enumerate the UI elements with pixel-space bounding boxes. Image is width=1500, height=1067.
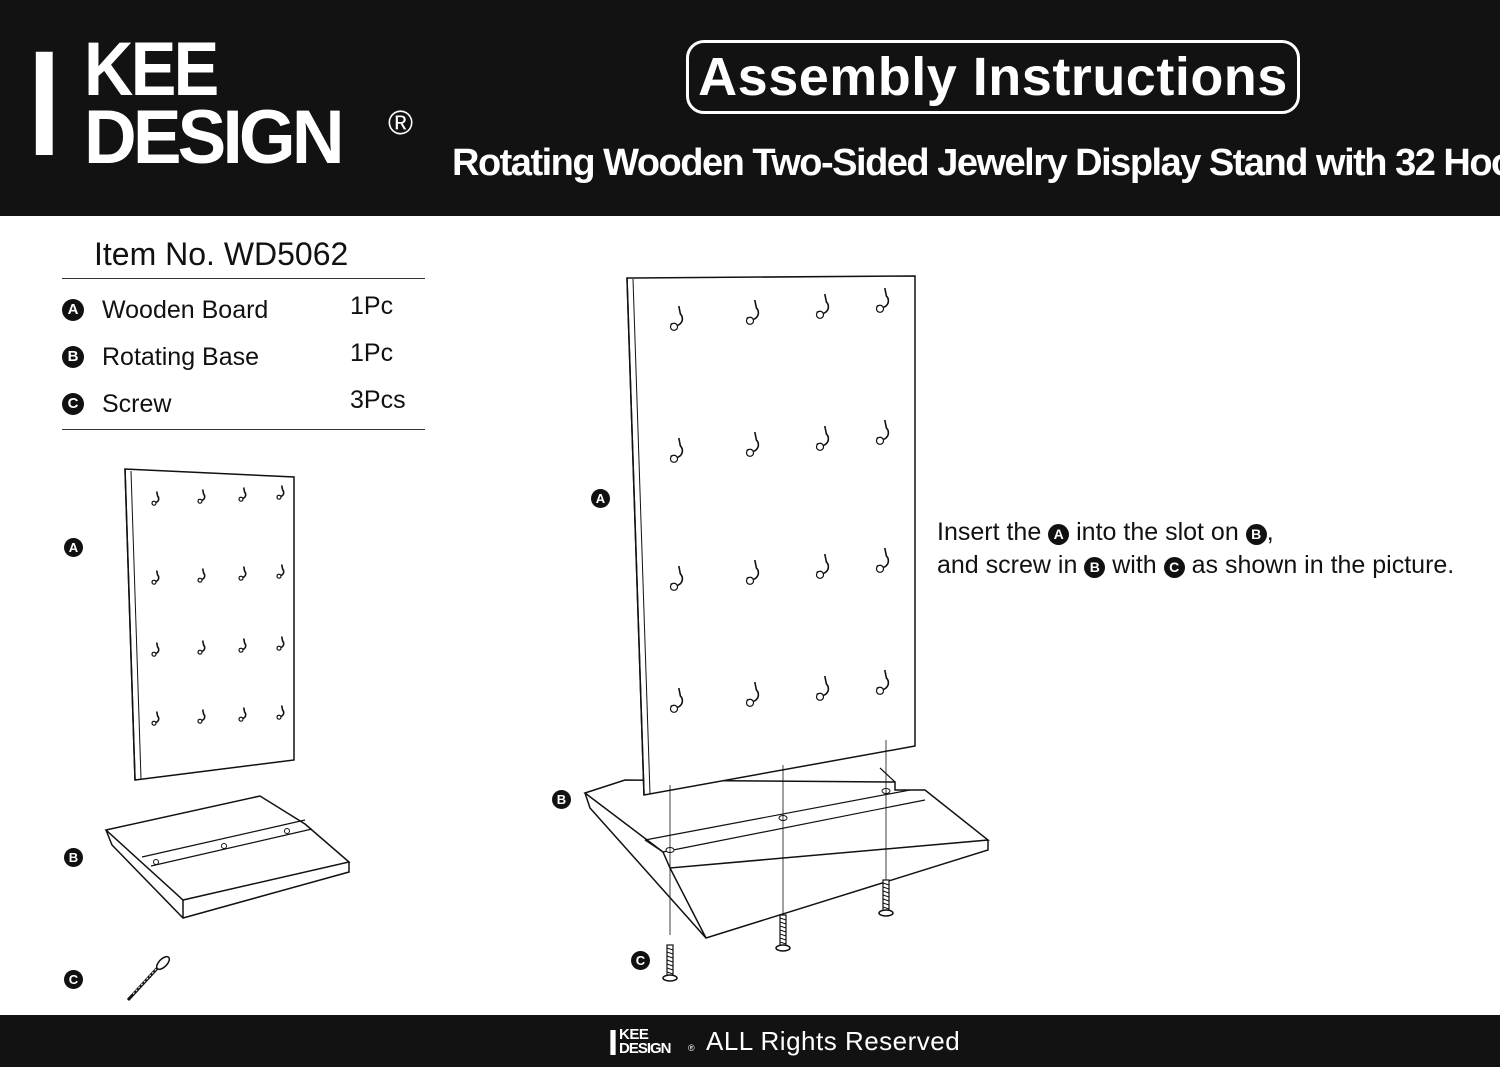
badge-b: B: [1084, 557, 1106, 578]
parts-top-rule: [62, 278, 425, 279]
hook-mount-icon: [276, 714, 282, 720]
parts-bottom-rule: [62, 429, 425, 430]
part-name: Rotating Base: [102, 343, 260, 371]
hook-mount-icon: [238, 647, 244, 653]
hook-mount-icon: [197, 649, 203, 655]
hook-mount-icon: [669, 454, 679, 463]
large-label-c: C: [631, 951, 650, 970]
logo-line-design: DESIGN: [84, 95, 345, 180]
footer-band: I KEE DESIGN ® ALL Rights Reserved: [0, 1015, 1500, 1067]
hook-mount-icon: [815, 442, 825, 451]
hook-mount-icon: [197, 577, 203, 583]
screw-set: [662, 879, 894, 982]
hook-mount-icon: [669, 704, 679, 713]
part-qty: 1Pc: [350, 292, 394, 320]
hook-mount-icon: [151, 579, 157, 585]
hook-mount-icon: [875, 436, 885, 445]
part-row-c: C Screw 3Pcs: [62, 386, 432, 420]
part-row-b: B Rotating Base 1Pc: [62, 339, 432, 373]
hook-mount-icon: [669, 322, 679, 331]
item-number: Item No. WD5062: [94, 236, 349, 272]
badge-c: C: [62, 393, 84, 415]
small-label-a: A: [64, 538, 83, 557]
footer-logo: I KEE DESIGN ®: [608, 1022, 698, 1063]
hook-mount-icon: [815, 692, 825, 701]
part-row-a: A Wooden Board 1Pc: [62, 292, 432, 326]
hook-mount-icon: [815, 570, 825, 579]
hook-mount-icon: [745, 316, 755, 325]
hook-mount-icon: [669, 582, 679, 591]
copyright-text: ALL Rights Reserved: [706, 1026, 961, 1056]
registered-mark: ®: [388, 104, 414, 142]
small-hook-grid: [151, 485, 285, 726]
hook-mount-icon: [238, 716, 244, 722]
part-name: Screw: [102, 390, 172, 418]
hook-mount-icon: [815, 310, 825, 319]
hook-mount-icon: [238, 575, 244, 581]
hook-mount-icon: [197, 718, 203, 724]
hook-mount-icon: [875, 564, 885, 573]
badge-c: C: [1163, 557, 1185, 578]
hook-mount-icon: [875, 304, 885, 313]
footer-logo-letter-i: I: [608, 1022, 619, 1063]
hook-mount-icon: [151, 720, 157, 726]
hook-mount-icon: [276, 573, 282, 579]
footer-logo-kee: KEE: [619, 1026, 649, 1043]
hook-mount-icon: [745, 698, 755, 707]
large-label-a: A: [591, 489, 610, 508]
instruction-text: Insert the A into the slot on B, and scr…: [937, 516, 1454, 582]
hook-mount-icon: [151, 651, 157, 657]
hook-mount-icon: [238, 496, 244, 502]
header-band: I KEE DESIGN ® Assembly Instructions Rot…: [0, 0, 1500, 216]
hook-mount-icon: [745, 448, 755, 457]
hook-mount-icon: [151, 500, 157, 506]
footer-logo-design: DESIGN: [619, 1040, 672, 1057]
hook-mount-icon: [745, 576, 755, 585]
badge-a: A: [62, 299, 84, 321]
hook-mount-icon: [875, 686, 885, 695]
hook-mount-icon: [197, 498, 203, 504]
part-qty: 3Pcs: [350, 386, 406, 414]
badge-b: B: [1245, 524, 1267, 545]
large-label-b: B: [552, 790, 571, 809]
page-title: Assembly Instructions: [686, 40, 1300, 114]
large-hook-grid: [669, 287, 890, 713]
badge-b: B: [62, 346, 84, 368]
hook-mount-icon: [276, 645, 282, 651]
instruction-line-2: and screw in B with C as shown in the pi…: [937, 551, 1455, 579]
product-subtitle: Rotating Wooden Two-Sided Jewelry Displa…: [452, 142, 1500, 184]
small-label-c: C: [64, 970, 83, 989]
small-label-b: B: [64, 848, 83, 867]
footer-registered-mark: ®: [688, 1043, 695, 1053]
part-qty: 1Pc: [350, 339, 394, 367]
logo-line-kee: KEE: [84, 27, 219, 112]
hook-mount-icon: [276, 494, 282, 500]
instruction-line-1: Insert the A into the slot on B,: [937, 518, 1274, 546]
logo-letter-i: I: [28, 19, 60, 187]
badge-a: A: [1048, 524, 1070, 545]
part-name: Wooden Board: [102, 296, 269, 324]
